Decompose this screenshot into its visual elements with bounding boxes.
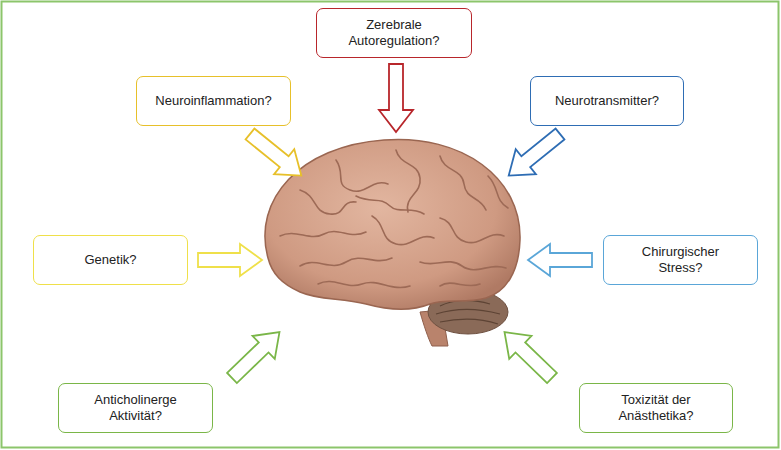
gyrus-line — [300, 190, 356, 214]
hypothesis-box: Anticholinerge Aktivität? — [58, 383, 213, 433]
box-content: Neuroinflammation? — [155, 93, 271, 109]
box-content: Chirurgischer Stress? — [631, 244, 731, 277]
gyrus-line — [336, 160, 388, 191]
box-label: Genetik? — [84, 252, 136, 268]
block-arrow — [499, 122, 570, 188]
hypothesis-box: Chirurgischer Stress? — [603, 235, 758, 285]
gyrus-line — [440, 156, 486, 210]
gyrus-line — [440, 218, 504, 243]
gyrus-line — [280, 231, 366, 236]
block-arrow — [528, 244, 592, 276]
block-arrow — [198, 244, 262, 276]
box-content: Anticholinerge Aktivität? — [83, 392, 188, 425]
sulcus-line — [356, 196, 424, 214]
cerebellum-folds — [436, 300, 500, 324]
box-content: Genetik? — [84, 252, 136, 268]
gyrus-line — [420, 262, 506, 270]
hypothesis-box: Neuroinflammation? — [136, 76, 291, 126]
box-content: Toxizität der Anästhetika? — [601, 392, 711, 425]
box-label: Anticholinerge Aktivität? — [83, 392, 188, 425]
block-arrow — [379, 64, 413, 132]
gyrus-line — [372, 216, 434, 245]
cerebrum — [265, 139, 520, 309]
box-label: Neuroinflammation? — [155, 93, 271, 109]
box-label: Neurotransmitter? — [555, 93, 659, 109]
gyrus-line — [440, 283, 480, 286]
gyrus-line — [300, 258, 392, 266]
box-content: Neurotransmitter? — [555, 93, 659, 109]
gyrus-line — [318, 281, 410, 287]
box-label: Toxizität der Anästhetika? — [601, 392, 711, 425]
hypothesis-box: Genetik? — [33, 235, 188, 285]
hypothesis-box: Neurotransmitter? — [530, 76, 684, 126]
box-label: Zerebrale Autoregulation? — [338, 17, 450, 50]
block-arrow — [221, 321, 291, 390]
box-content: Zerebrale Autoregulation? — [338, 17, 450, 50]
gyrus-line — [488, 176, 508, 208]
brain-gyri — [280, 150, 508, 288]
hypothesis-box: Zerebrale Autoregulation? — [316, 8, 472, 58]
block-arrow — [493, 321, 563, 390]
box-label: Chirurgischer Stress? — [631, 244, 731, 277]
gyrus-line — [396, 150, 420, 212]
brain-illustration — [265, 139, 520, 346]
hypothesis-box: Toxizität der Anästhetika? — [579, 383, 733, 433]
block-arrow — [240, 122, 311, 188]
